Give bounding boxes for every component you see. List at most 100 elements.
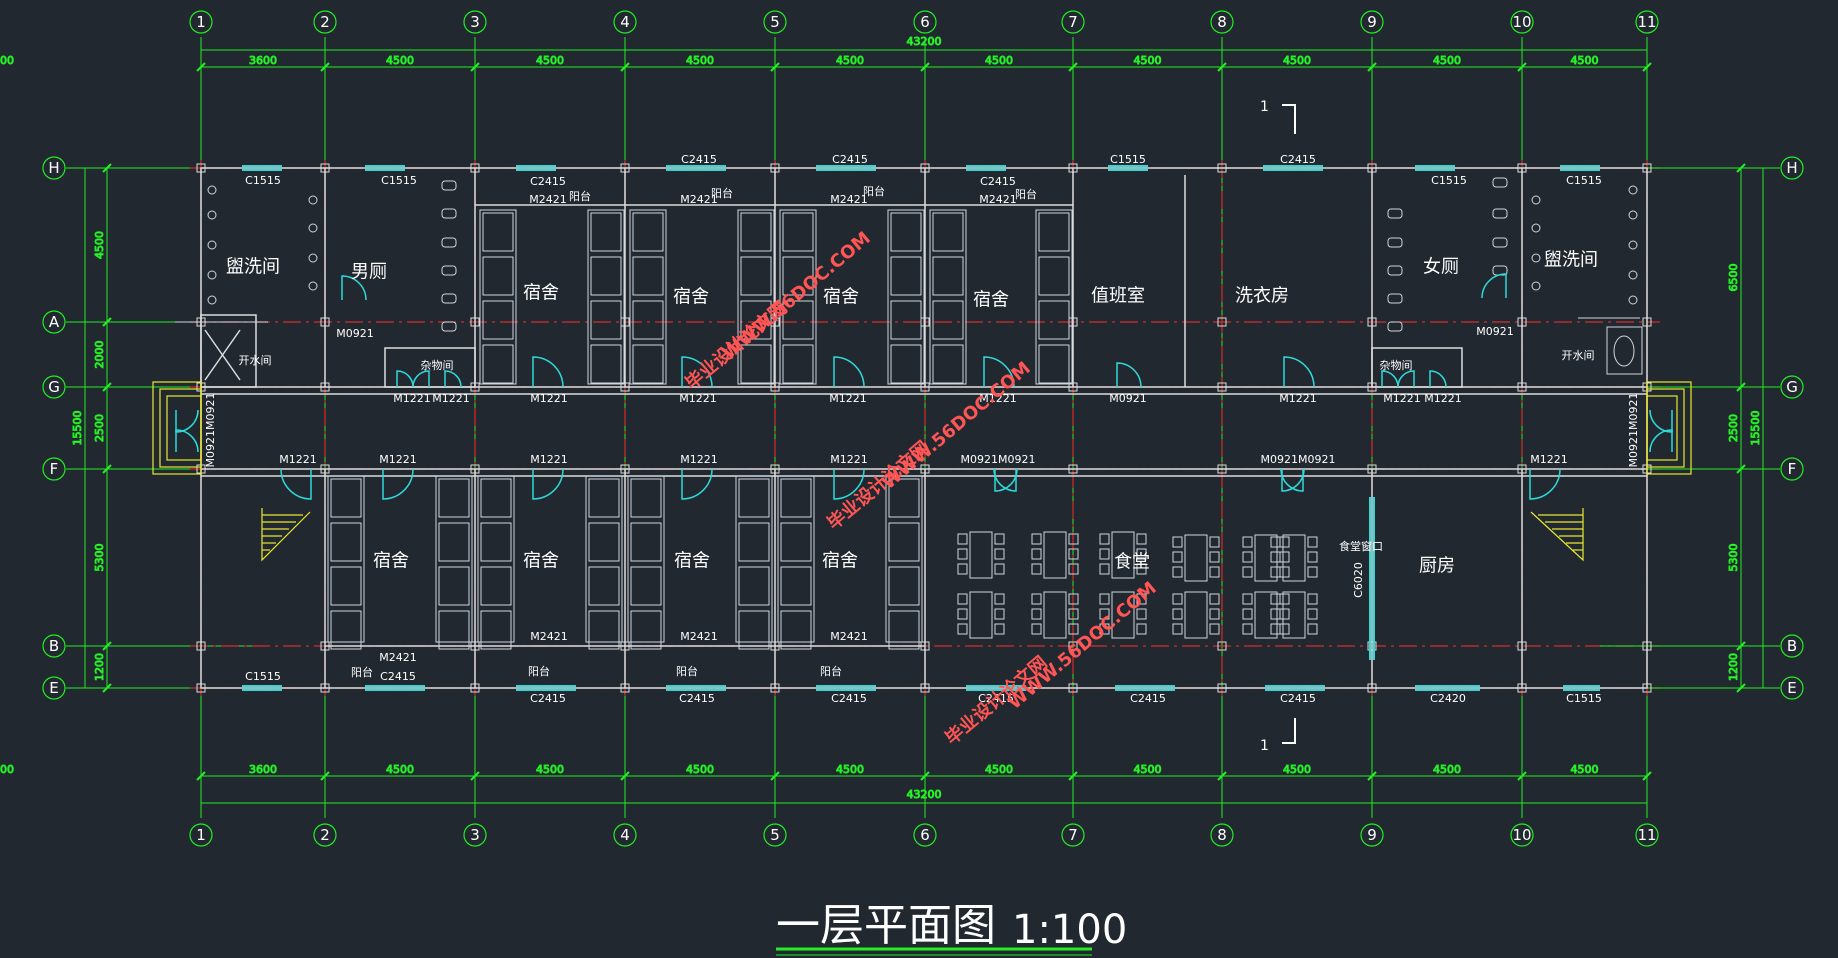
column-pillar: [1217, 317, 1227, 327]
dim-span: 4500: [1134, 54, 1162, 67]
axis-label-10: 10: [1512, 826, 1531, 844]
section-mark-top: 1: [1260, 99, 1269, 115]
bed-segment: [482, 212, 514, 252]
dining-chair: [1099, 548, 1110, 560]
dining-table: [1254, 534, 1278, 582]
tag-m0921pair-left: M0921M0921: [204, 393, 217, 468]
bed-segment: [738, 610, 770, 650]
room-duty: 值班室: [1091, 286, 1145, 307]
axis-label-5: 5: [770, 13, 780, 31]
dim-vspan: 1200: [93, 653, 106, 681]
sink-fixture: [308, 281, 318, 291]
tag-m1221-n7: M1221: [1279, 392, 1317, 405]
room-dorm-n3: 宿舍: [823, 287, 859, 308]
tag-c1515-n10: C1515: [1566, 174, 1602, 187]
dining-chair: [1136, 623, 1147, 635]
dining-table: [969, 531, 993, 579]
bed-segment: [888, 610, 920, 650]
bed: [737, 209, 775, 385]
dining-chair: [1209, 536, 1220, 548]
tag-c2415-s7: C2415: [1130, 692, 1166, 705]
walls: [200, 167, 1648, 689]
bed-segment: [738, 566, 770, 606]
dim-rspan: 2500: [1727, 414, 1740, 442]
dim-span: 3600: [249, 763, 277, 776]
tag-m2421-s3: M2421: [680, 630, 718, 643]
room-laundry: 洗衣房: [1235, 286, 1289, 307]
toilet-fixture: [441, 293, 457, 304]
toilet-fixture: [441, 180, 457, 191]
door-south-3: [681, 468, 713, 500]
bed-segment: [590, 344, 622, 384]
bed-segment: [890, 300, 922, 340]
sink-fixture: [308, 195, 318, 205]
dining-table: [1282, 591, 1306, 639]
room-dorm-n1: 宿舍: [523, 283, 559, 304]
tag-m1221-s6: M1221: [1530, 453, 1568, 466]
haxis-rbubble-B: [1780, 634, 1804, 658]
haxis-rbubble-E: [1780, 676, 1804, 700]
door-entry-left-2: [175, 429, 199, 453]
tag-m1221-n1: M1221: [393, 392, 431, 405]
tag-m1221-s2: M1221: [379, 453, 417, 466]
dining-chair: [1242, 608, 1253, 620]
haxis-rbubble-H: [1780, 156, 1804, 180]
bed-segment: [330, 478, 362, 518]
doors: [175, 273, 1673, 500]
toilet-fixture: [441, 237, 457, 248]
tag-m0921-n-womens: M0921: [1476, 325, 1514, 338]
tag-m2421-n2: M2421: [680, 193, 718, 206]
haxis-label-H: H: [48, 159, 59, 177]
dim-rspan: 5300: [1727, 544, 1740, 572]
dining-table: [1043, 531, 1067, 579]
axis-bubble-5: [763, 823, 787, 847]
dining-chair: [1068, 593, 1079, 605]
axis-label-6: 6: [920, 826, 930, 844]
axis-bubble-11: [1635, 10, 1659, 34]
haxis-label-E: E: [49, 679, 58, 697]
bed: [629, 209, 667, 385]
tag-c2415-n4: C2415: [681, 153, 717, 166]
axis-label-2: 2: [320, 826, 330, 844]
bed-segment: [480, 478, 512, 518]
bed-segment: [590, 256, 622, 296]
balcony-s3: 阳台: [676, 664, 698, 678]
axis-label-2: 2: [320, 13, 330, 31]
dim-span: 4500: [1571, 54, 1599, 67]
axis-label-11: 11: [1637, 13, 1656, 31]
dim-span: 4500: [1571, 763, 1599, 776]
dining-chair: [1172, 536, 1183, 548]
sink-fixture: [308, 253, 318, 263]
tag-c1515-n7: C1515: [1110, 153, 1146, 166]
section-mark-bottom: 1: [1260, 738, 1269, 754]
tag-m1221-s4: M1221: [680, 453, 718, 466]
axis-label-9: 9: [1367, 13, 1377, 31]
room-water-right: 开水间: [1562, 349, 1595, 362]
section-mark-bottom-line: [1282, 718, 1296, 744]
axis-bubble-11: [1635, 823, 1659, 847]
bed-segment: [932, 212, 964, 252]
door-north-0: [532, 356, 564, 388]
door-entry-right-2: [1649, 429, 1673, 453]
haxis-rbubble-G: [1780, 375, 1804, 399]
bed-segment: [782, 256, 814, 296]
door-south-1: [382, 468, 414, 500]
dining-chair: [1307, 566, 1318, 578]
dining-chair: [1031, 548, 1042, 560]
bed-segment: [482, 344, 514, 384]
sink-fixture: [207, 240, 217, 250]
haxis-label-B: B: [49, 637, 59, 655]
bed: [929, 209, 967, 385]
tag-c1515-n9: C1515: [1431, 174, 1467, 187]
dim-span: 4500: [1134, 763, 1162, 776]
door-north-12: [341, 275, 367, 301]
entrance-steps: [152, 381, 1692, 562]
axis-bubble-4: [613, 10, 637, 34]
bed: [777, 475, 815, 643]
tag-c6020: C6020: [1352, 562, 1365, 598]
bed-segment: [890, 212, 922, 252]
door-north-4: [1116, 362, 1142, 388]
bed-segment: [632, 344, 664, 384]
dining-chair: [1270, 566, 1281, 578]
sink-fixture: [1628, 185, 1638, 195]
